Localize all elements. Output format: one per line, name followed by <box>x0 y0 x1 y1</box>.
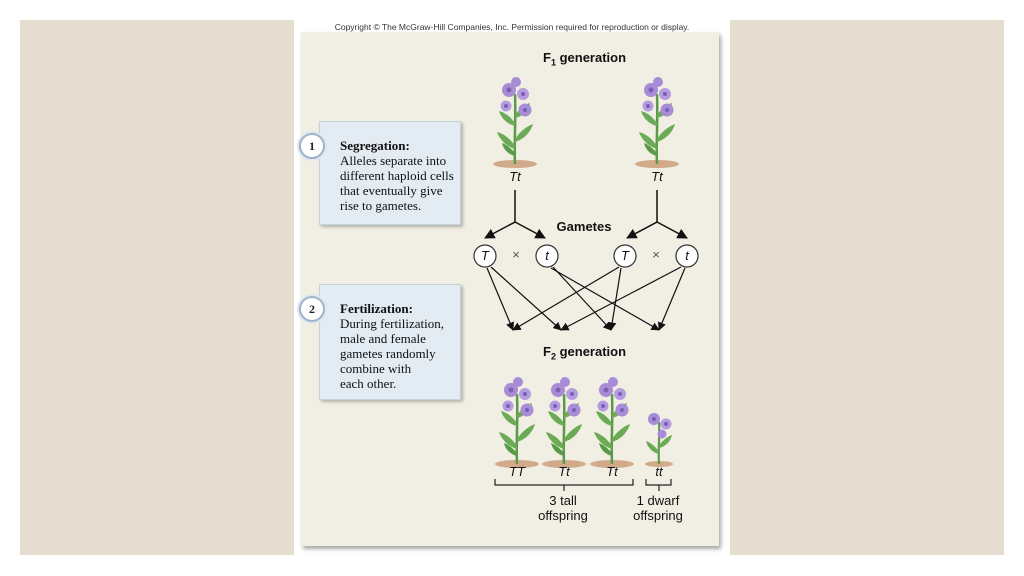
f2-genotype-Tt-2: Tt <box>606 464 618 479</box>
offspring-brackets <box>494 479 672 491</box>
step-2-badge: 2 <box>299 296 325 322</box>
step-segregation-title: Segregation: <box>340 138 410 153</box>
gamete-t-right: t <box>685 248 689 263</box>
step-fertilization-title: Fertilization: <box>340 301 413 316</box>
f2-genotype-Tt-1: Tt <box>558 464 570 479</box>
f1-generation-label: F1 generation <box>543 50 627 68</box>
f2-plant-TT <box>493 375 541 470</box>
f2-generation-label: F2 generation <box>543 344 627 362</box>
gamete-T-left: T <box>481 248 489 263</box>
gametes-label: Gametes <box>556 219 612 234</box>
step-1-badge: 1 <box>299 133 325 159</box>
tall-offspring-label: 3 tall offspring <box>538 493 588 523</box>
gamete-t-left: t <box>545 248 549 263</box>
cross-symbol-right: × <box>652 247 660 262</box>
f2-plant-Tt-1 <box>540 375 588 470</box>
f1-genotype-right: Tt <box>651 169 663 184</box>
step-fertilization-text: During fertilization, male and female ga… <box>340 316 444 391</box>
step-segregation-text: Alleles separate into different haploid … <box>340 153 454 213</box>
figure-panel: Copyright © The McGraw-Hill Companies, I… <box>294 20 730 555</box>
f2-genotype-TT: TT <box>509 464 525 479</box>
gamete-circles <box>473 244 699 268</box>
f1-plant-right <box>633 75 681 170</box>
segregation-diagram <box>473 75 699 491</box>
f2-plant-Tt-2 <box>588 375 636 470</box>
gamete-T-right: T <box>621 248 629 263</box>
copyright-notice: Copyright © The McGraw-Hill Companies, I… <box>334 22 690 32</box>
step-segregation-box: Segregation: Alleles separate into diffe… <box>319 121 461 225</box>
segregation-arrows <box>484 190 688 239</box>
f2-genotype-tt: tt <box>655 464 663 479</box>
cross-symbol-left: × <box>512 247 520 262</box>
fertilization-arrows <box>486 266 686 331</box>
f2-plant-tt <box>643 411 675 469</box>
diagram-card: F1 generation Tt Tt Gametes T t T t × × … <box>299 32 719 546</box>
f1-plant-left <box>491 75 539 170</box>
f1-genotype-left: Tt <box>509 169 521 184</box>
step-fertilization-box: Fertilization: During fertilization, mal… <box>319 284 461 400</box>
dwarf-offspring-label: 1 dwarf offspring <box>633 493 683 523</box>
